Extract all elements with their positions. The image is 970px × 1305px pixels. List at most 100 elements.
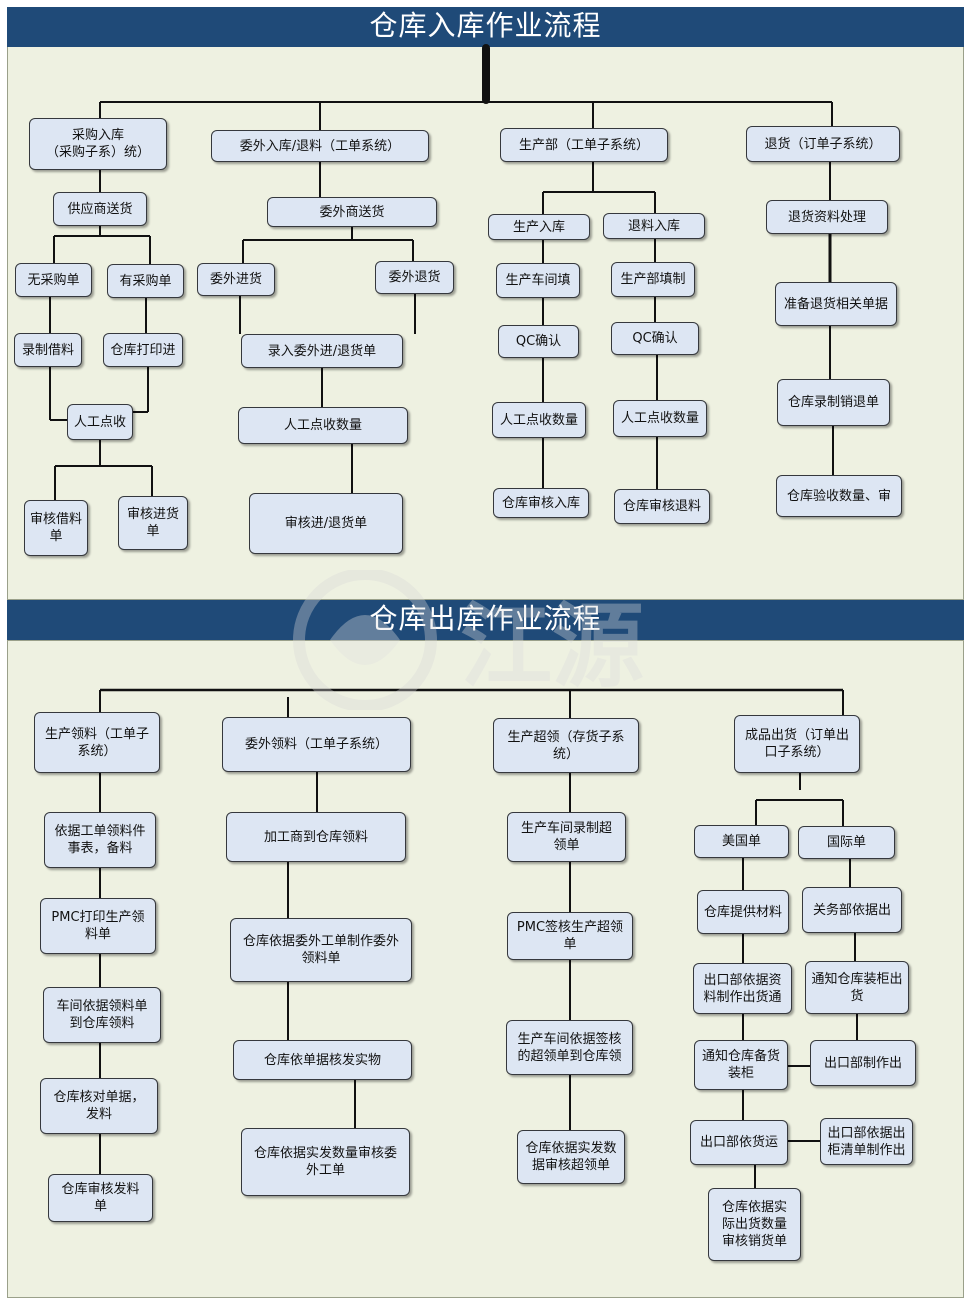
os-in-box: 委外进货 (197, 263, 275, 296)
export-ship-label: 出口部依货运 (699, 1135, 778, 1150)
s4-label: 仓库依据实发数 据审核超领单 (525, 1141, 617, 1173)
wh-final-label: 仓库依据实 际出货数量 审核销货单 (721, 1200, 787, 1249)
with-po-box: 有采购单 (107, 264, 184, 298)
wh-audit-in-box: 仓库审核入库 (493, 488, 589, 518)
os-return-label: 委外退货 (388, 270, 441, 285)
p2-box: PMC打印生产领 料单 (40, 898, 156, 954)
prod-pick-box: 生产领料（工单子 系统） (34, 712, 160, 773)
os-in-label: 委外进货 (209, 272, 262, 287)
wh-audit-return-box: 仓库审核退料 (614, 489, 710, 524)
s4-box: 仓库依据实发数 据审核超领单 (517, 1130, 625, 1184)
os-count-label: 人工点收数量 (283, 418, 362, 433)
export-list-box: 出口部依据出 柜清单制作出 (820, 1118, 913, 1165)
prod-fill-box: 生产车间填 (496, 263, 580, 298)
return-inbound-label: 退货（订单子系统） (764, 136, 882, 152)
wh-final-box: 仓库依据实 际出货数量 审核销货单 (708, 1188, 801, 1261)
no-po-label: 无采购单 (27, 272, 80, 288)
count1-box: 人工点收数量 (492, 402, 586, 438)
p5-box: 仓库审核发料 单 (48, 1174, 153, 1222)
customs-label: 关务部依据出 (812, 902, 891, 918)
audit-in-label: 审核进货 单 (126, 507, 179, 539)
wh-print-in-box: 仓库打印进 (103, 333, 183, 367)
os-return-box: 委外退货 (375, 261, 454, 294)
export-make-box: 出口部制作出 (810, 1040, 916, 1086)
customs-box: 关务部依据出 (802, 887, 902, 933)
os-entry-label: 录入委外进/退货单 (267, 343, 377, 359)
wh-print-in-label: 仓库打印进 (110, 342, 176, 358)
count1-label: 人工点收数量 (499, 412, 578, 428)
return-in-label: 退料入库 (627, 218, 680, 234)
outbound-title: 仓库出库作业流程 (7, 600, 964, 640)
with-po-label: 有采购单 (119, 273, 172, 289)
ret-process-box: 退货资料处理 (766, 200, 888, 234)
audit-in-box: 审核进货 单 (118, 496, 188, 550)
p2-label: PMC打印生产领 料单 (51, 910, 145, 942)
p5-label: 仓库审核发料 单 (61, 1182, 140, 1214)
no-po-box: 无采购单 (15, 263, 92, 297)
manual-count-box: 人工点收 (67, 404, 133, 440)
outsource-inbound-box: 委外入库/退料（工单系统） (211, 130, 429, 162)
production-inbound-box: 生产部（工单子系统） (500, 128, 668, 162)
os-audit-box: 审核进/退货单 (249, 493, 403, 554)
record-borrow-label: 录制借料 (21, 342, 74, 358)
wh-audit-return-label: 仓库审核退料 (622, 499, 701, 514)
wh-materials-box: 仓库提供材料 (697, 890, 789, 934)
o1-label: 加工商到仓库领料 (263, 829, 368, 845)
prod-in-label: 生产入库 (512, 219, 565, 235)
ret-prepare-box: 准备退货相关单据 (775, 282, 897, 326)
inbound-title: 仓库入库作业流程 (7, 7, 964, 47)
s1-box: 生产车间录制超 领单 (507, 812, 626, 862)
p4-box: 仓库核对单据， 发料 (40, 1078, 158, 1134)
s1-label: 生产车间录制超 领单 (520, 821, 612, 853)
ret-verify-box: 仓库验收数量、审 (776, 475, 902, 517)
os-pick-label: 委外领料（工单子系统） (244, 737, 388, 752)
audit-borrow-box: 审核借料 单 (24, 500, 88, 556)
notify-prepare-box: 通知仓库备货 装柜 (694, 1040, 788, 1090)
notify-cabinet-label: 通知仓库装柜出 货 (811, 971, 903, 1004)
dept-fill-label: 生产部填制 (620, 272, 686, 287)
o4-box: 仓库依据实发数量审核委 外工单 (241, 1128, 410, 1196)
s3-label: 生产车间依据签核 的超领单到仓库领 (517, 1031, 622, 1064)
intl-order-box: 国际单 (798, 826, 895, 859)
purchase-inbound-label: 采购入库 （采购子系）统） (45, 128, 150, 160)
p1-box: 依据工单领料件 事表，备料 (44, 812, 156, 868)
o4-label: 仓库依据实发数量审核委 外工单 (253, 1146, 397, 1178)
notify-cabinet-box: 通知仓库装柜出 货 (805, 961, 909, 1014)
export-docs-label: 出口部依据资 料制作出货通 (703, 972, 782, 1005)
p4-label: 仓库核对单据， 发料 (53, 1090, 145, 1122)
s2-box: PMC签核生产超领 单 (507, 912, 633, 960)
over-pick-box: 生产超领（存货子系 统） (493, 718, 639, 773)
us-order-box: 美国单 (694, 825, 789, 858)
qc2-box: QC确认 (611, 322, 699, 355)
o2-box: 仓库依据委外工单制作委外 领料单 (230, 918, 412, 982)
wh-audit-in-label: 仓库审核入库 (501, 495, 580, 511)
o2-label: 仓库依据委外工单制作委外 领料单 (242, 934, 399, 966)
ret-process-label: 退货资料处理 (787, 209, 866, 225)
record-borrow-box: 录制借料 (14, 333, 82, 367)
intl-order-label: 国际单 (826, 835, 866, 850)
prod-fill-label: 生产车间填 (505, 273, 571, 288)
supplier-delivery-label: 供应商送货 (67, 201, 133, 217)
qc1-label: QC确认 (515, 334, 562, 349)
export-docs-box: 出口部依据资 料制作出货通 (693, 963, 792, 1014)
fg-out-box: 成品出货（订单出 口子系统） (734, 715, 860, 773)
os-entry-box: 录入委外进/退货单 (241, 334, 403, 368)
os-count-box: 人工点收数量 (238, 407, 408, 444)
dept-fill-box: 生产部填制 (611, 262, 695, 297)
p3-box: 车间依据领料单 到仓库领料 (43, 987, 161, 1043)
prod-in-box: 生产入库 (488, 214, 590, 240)
p1-label: 依据工单领料件 事表，备料 (54, 824, 146, 856)
ret-prepare-label: 准备退货相关单据 (783, 296, 888, 312)
us-order-label: 美国单 (721, 834, 761, 849)
outsource-inbound-label: 委外入库/退料（工单系统） (239, 138, 401, 154)
os-audit-label: 审核进/退货单 (284, 516, 368, 531)
wh-materials-label: 仓库提供材料 (703, 904, 782, 920)
qc1-box: QC确认 (498, 325, 579, 358)
watermark-logo: 江源 (293, 570, 644, 710)
ret-verify-label: 仓库验收数量、审 (786, 488, 891, 504)
prod-pick-label: 生产领料（工单子 系统） (44, 726, 149, 759)
over-pick-label: 生产超领（存货子系 统） (507, 729, 625, 762)
supplier-delivery-box: 供应商送货 (53, 192, 147, 226)
export-list-label: 出口部依据出 柜清单制作出 (827, 1125, 906, 1158)
